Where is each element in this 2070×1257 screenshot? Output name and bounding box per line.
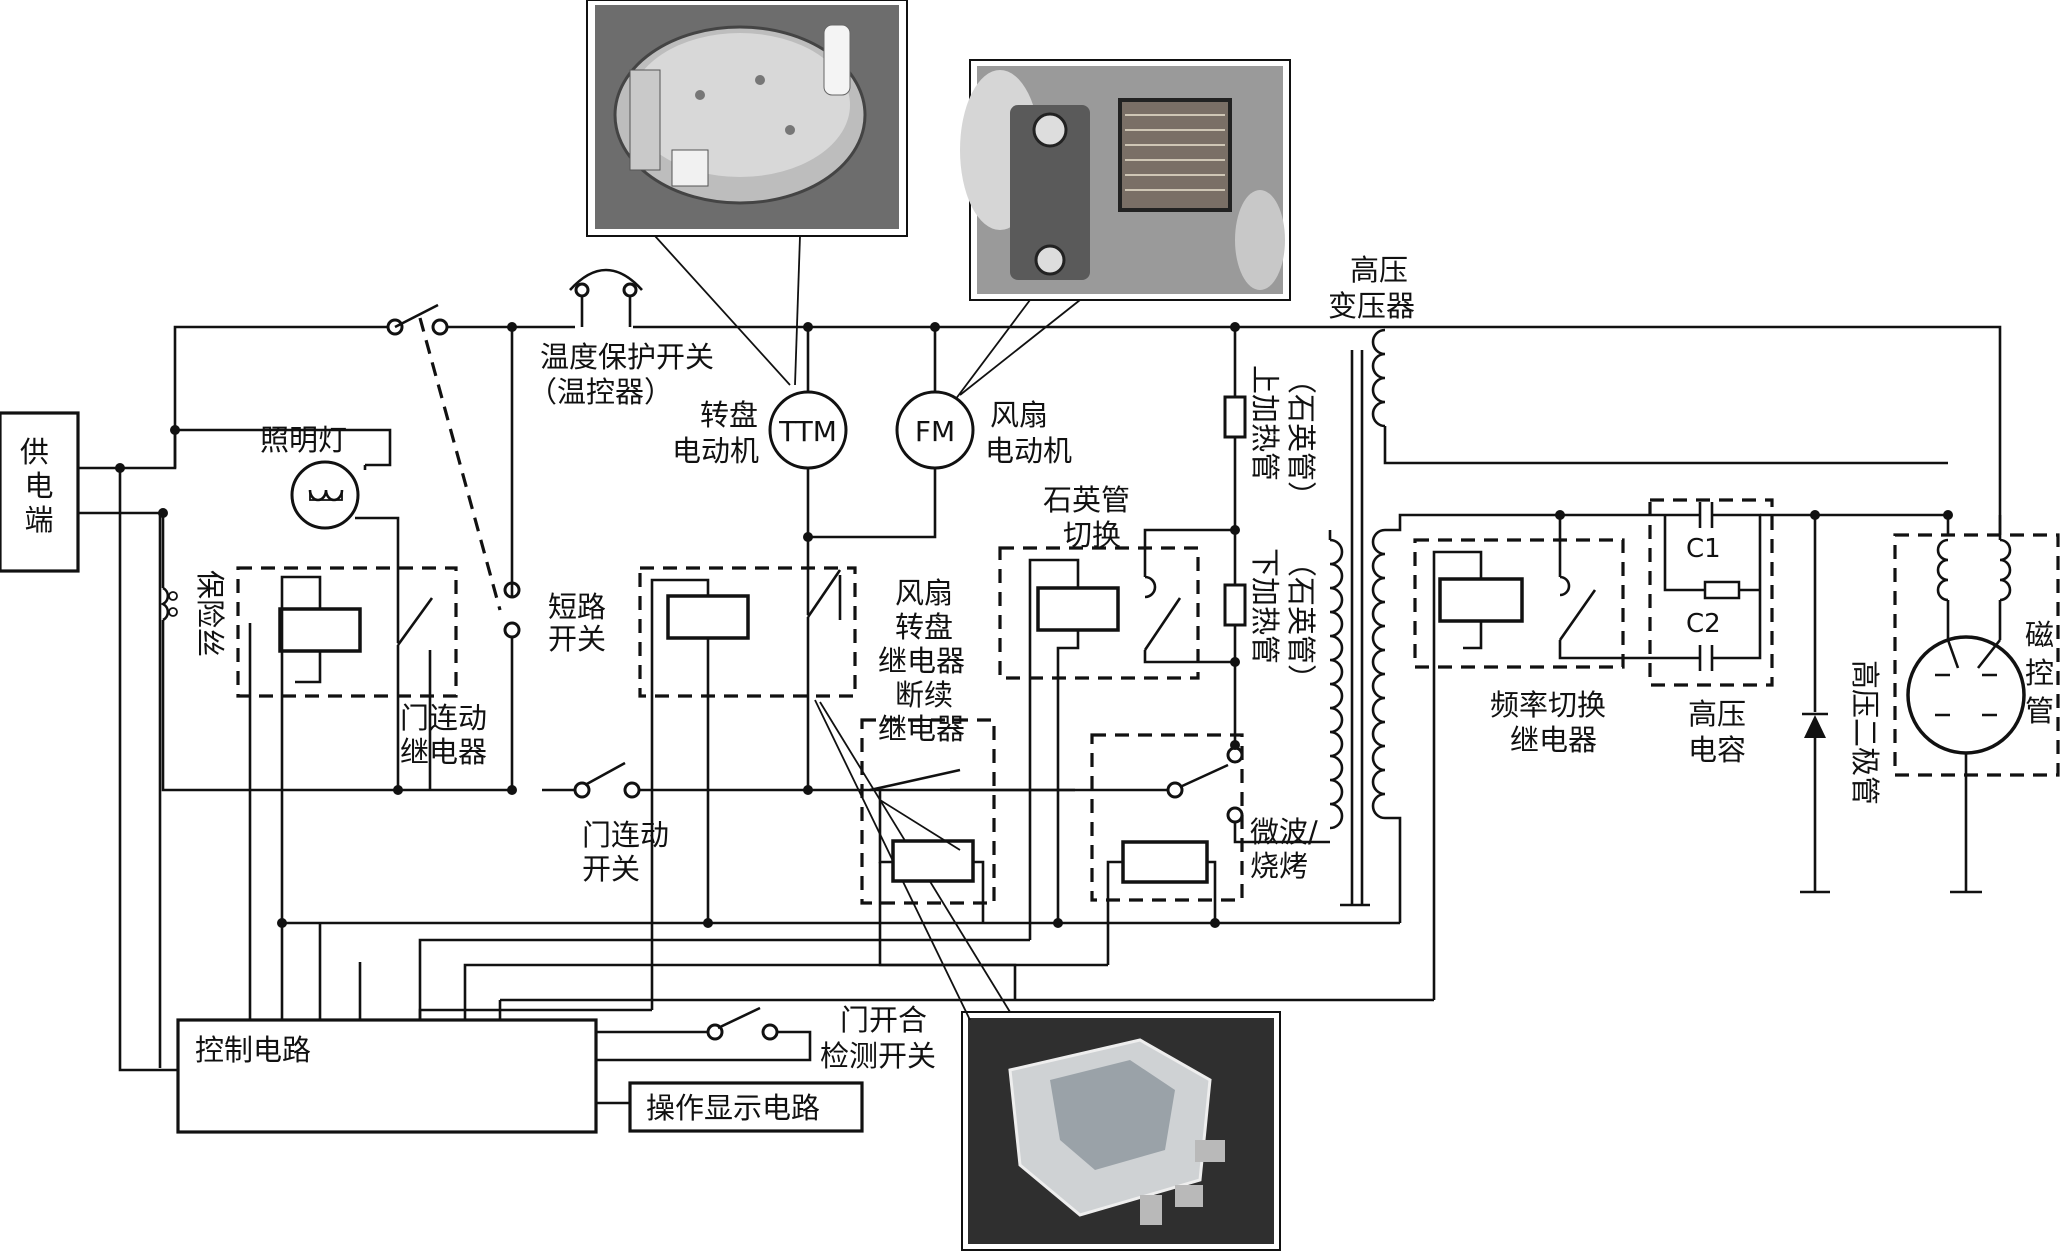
intermittent-relay-coil xyxy=(891,839,975,883)
fan-relay-box xyxy=(638,566,857,698)
lamp-icon xyxy=(290,460,360,530)
display-circuit-box xyxy=(628,1081,864,1133)
short-switch xyxy=(386,303,521,795)
door-detect-label: 门开合 检测开关 xyxy=(820,1003,936,1073)
display-circuit-label: 操作显示电路 xyxy=(646,1091,820,1125)
door-relay-coil xyxy=(278,607,362,653)
fan-motor-label: 风扇 电动机 xyxy=(985,398,1072,468)
short-switch-label: 短路 开关 xyxy=(548,590,615,656)
fuse-label: 保险丝 xyxy=(193,570,227,657)
hv-diode-label: 高压二极管 xyxy=(1848,660,1882,805)
upper-heater-label: 上加热管 （石英管） xyxy=(1248,365,1318,510)
quartz-switch-box xyxy=(998,546,1200,680)
c2-label: C2 xyxy=(1686,609,1721,639)
hv-cap-box xyxy=(1648,498,1774,687)
lamp-label: 照明灯 xyxy=(260,423,347,457)
upper-heater-symbol xyxy=(1223,395,1247,439)
magnetron-symbol xyxy=(1906,635,2026,755)
power-supply-label: 供 电端 xyxy=(20,435,58,537)
hv-transformer-symbol xyxy=(1329,328,1386,907)
mw-bake-label: 微波/ 烧烤 xyxy=(1250,815,1327,883)
hv-cap-label: 高压 电容 xyxy=(1688,697,1755,767)
mw-bake-relay-coil xyxy=(1121,840,1209,884)
relay-photo xyxy=(961,1011,1281,1251)
fuse-icon xyxy=(160,586,178,622)
magnetron-box xyxy=(1893,533,2060,777)
control-circuit-label: 控制电路 xyxy=(195,1033,311,1067)
freq-relay-box xyxy=(1413,538,1625,669)
freq-relay-coil xyxy=(1438,577,1524,623)
intermittent-relay-box xyxy=(860,718,996,905)
thermo-switch-label: 温度保护开关 （温控器） xyxy=(528,340,723,409)
c1-label: C1 xyxy=(1686,534,1721,564)
turntable-motor-photo xyxy=(586,0,908,237)
lower-heater-label: 下加热管 （石英管） xyxy=(1248,548,1318,693)
fan-relay-label: 风扇 转盘 继电器 xyxy=(878,576,965,678)
fan-motor-photo xyxy=(960,59,1291,301)
power-supply-box xyxy=(0,411,80,573)
door-interlock-switch xyxy=(573,761,641,799)
fm-label: FM xyxy=(915,415,955,448)
quartz-relay-coil xyxy=(1036,586,1120,632)
fan-relay-coil xyxy=(666,594,750,640)
control-circuit-box xyxy=(176,1018,598,1134)
thermo-switch-icon xyxy=(569,268,643,327)
freq-relay-label: 频率切换 继电器 xyxy=(1490,688,1615,757)
quartz-switch-label: 石英管 切换 xyxy=(1043,483,1139,552)
turntable-motor-label: 转盘 电动机 xyxy=(672,398,767,468)
magnetron-label: 磁 控 管 xyxy=(2025,618,2063,728)
lower-heater-symbol xyxy=(1223,583,1247,627)
intermittent-relay-label: 断续 继电器 xyxy=(878,678,965,746)
door-relay-box xyxy=(236,566,458,698)
ttm-label: TTM xyxy=(778,415,837,448)
hv-transformer-label: 高压 变压器 xyxy=(1328,253,1417,323)
door-relay-label: 门连动 继电器 xyxy=(400,701,496,769)
door-switch-label: 门连动 开关 xyxy=(582,818,678,886)
